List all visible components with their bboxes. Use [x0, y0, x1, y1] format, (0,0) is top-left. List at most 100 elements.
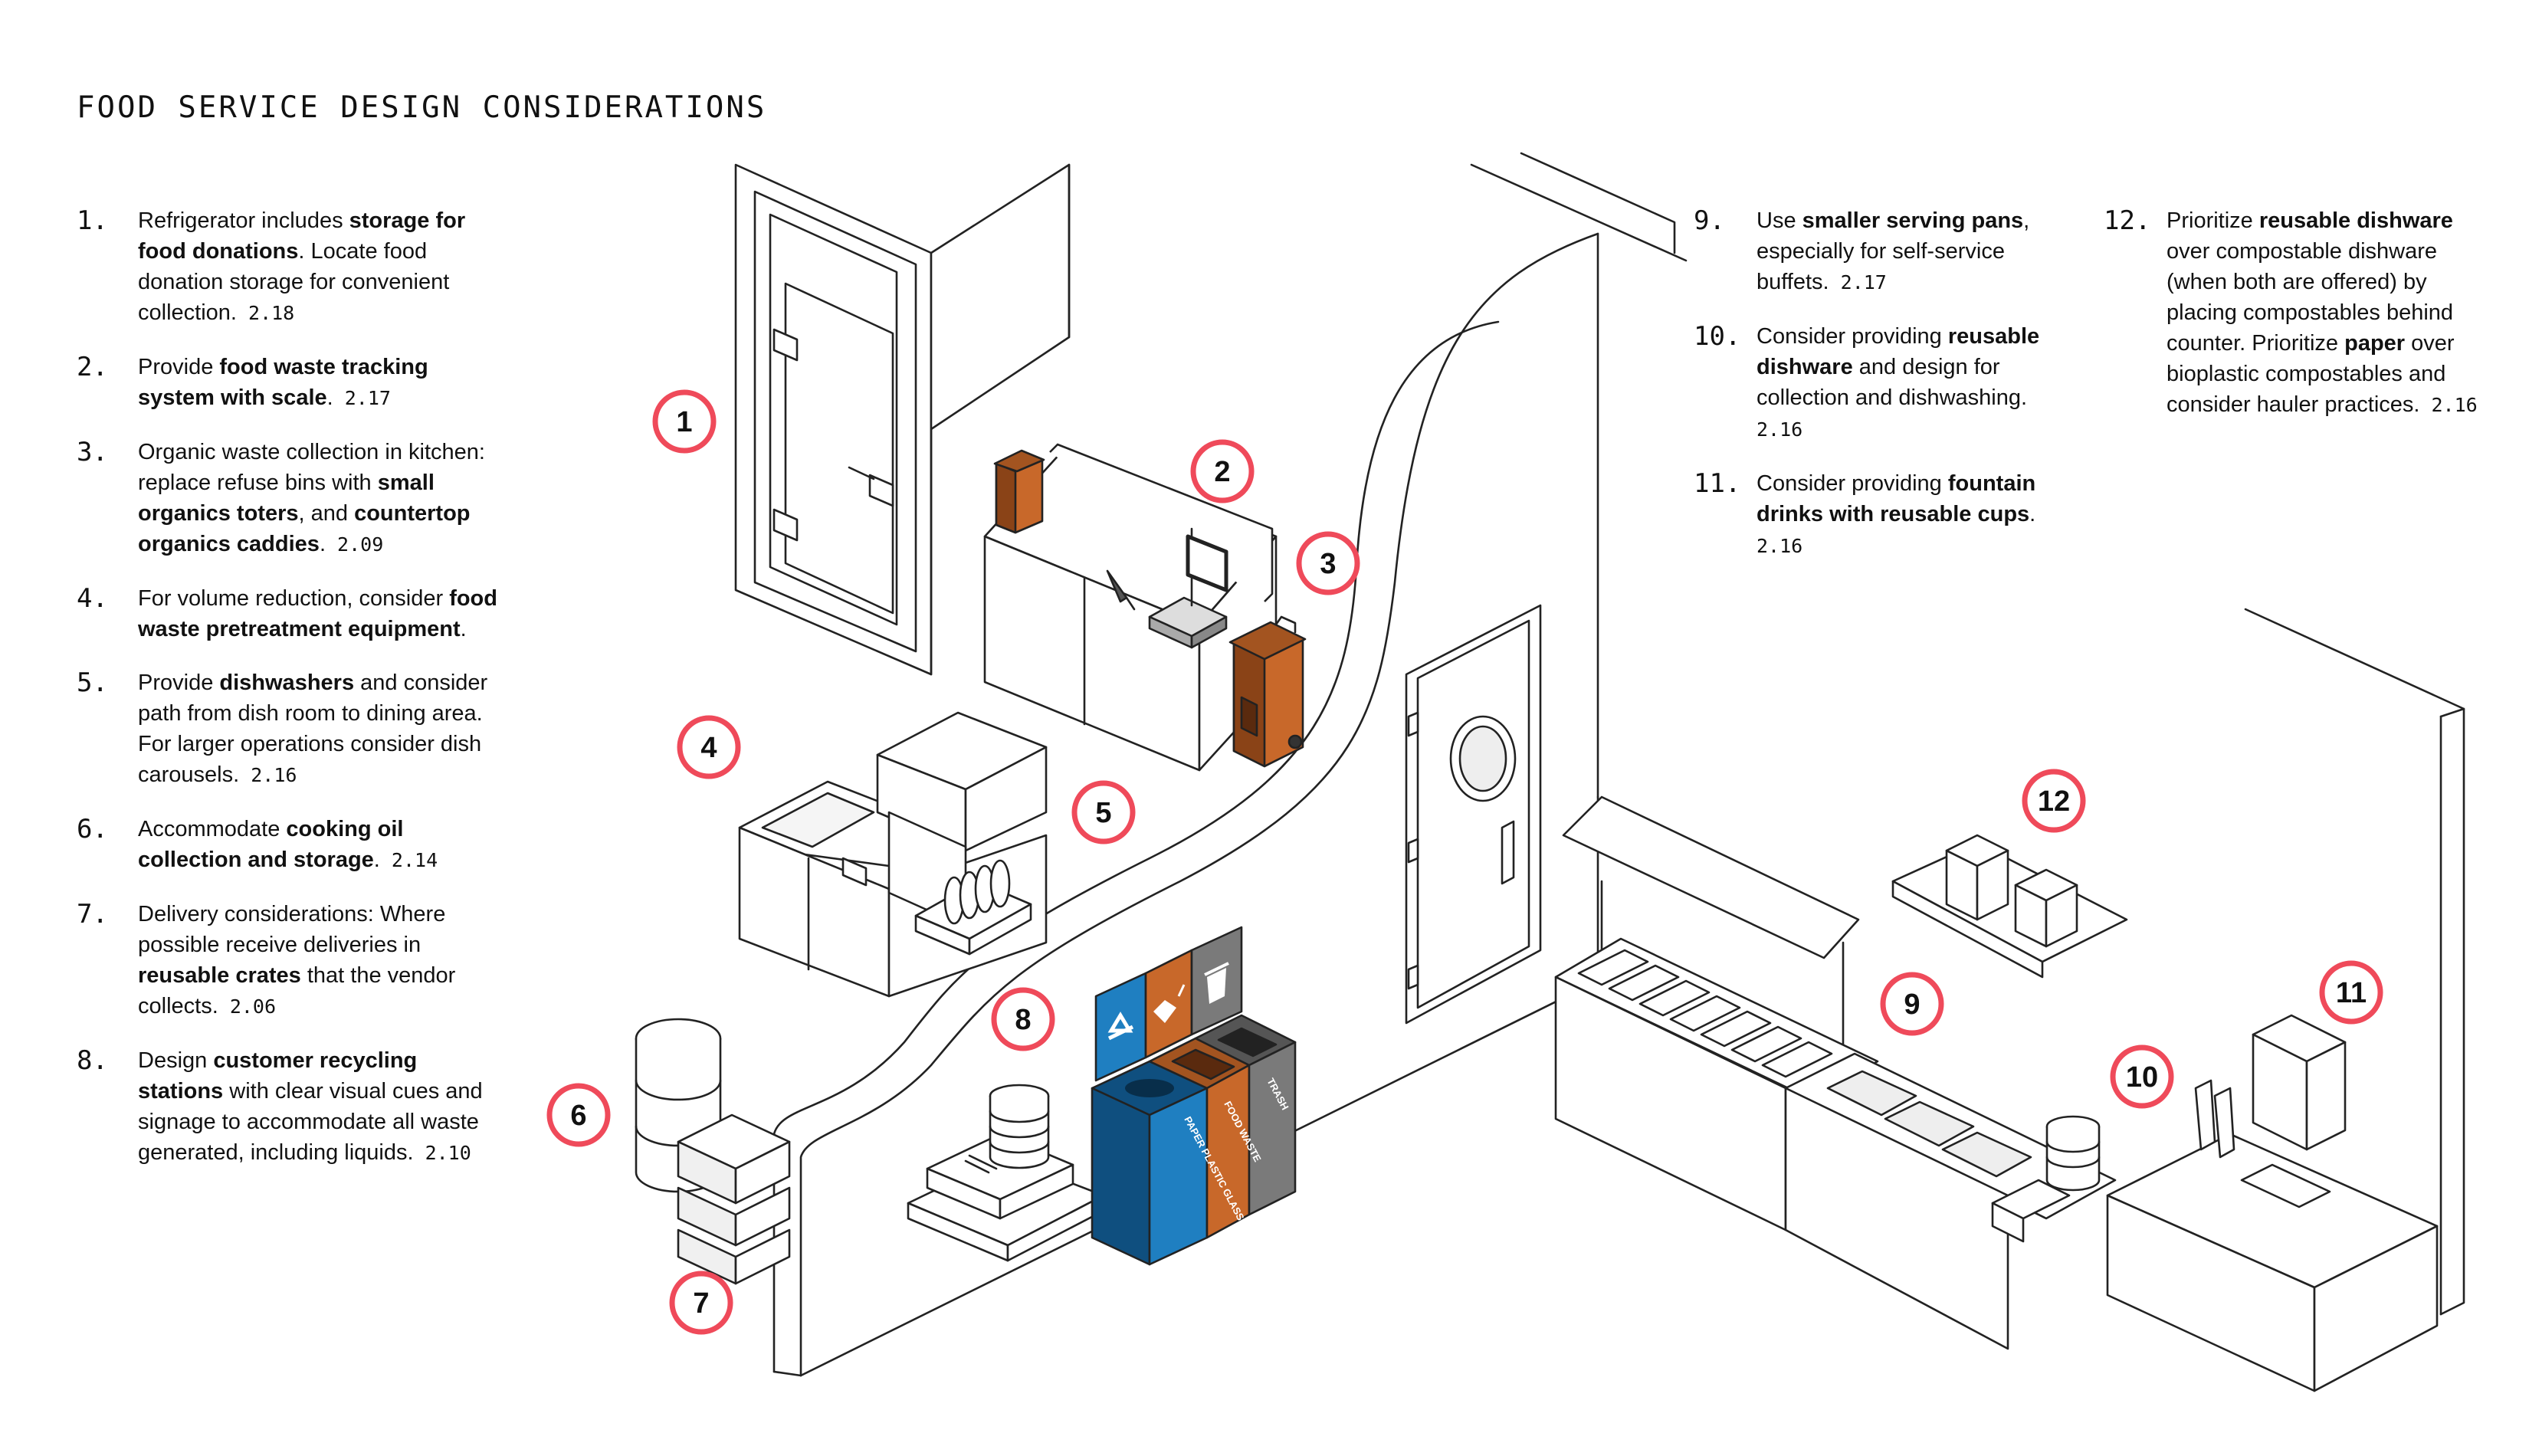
- item-reference: 2.16: [2419, 394, 2478, 416]
- item-number: 3.: [77, 437, 108, 467]
- return-shelf: [907, 1084, 1105, 1262]
- consideration-item: 4.For volume reduction, consider food wa…: [77, 583, 506, 644]
- item-number: 7.: [77, 899, 108, 930]
- item-number: 6.: [77, 814, 108, 844]
- item-text: Delivery considerations: Where possible …: [138, 902, 446, 957]
- callout-badge: 2: [1190, 439, 1255, 503]
- item-text: Accommodate: [138, 817, 287, 841]
- item-emphasis: fountain drinks with reusable cups: [1757, 471, 2036, 526]
- consideration-item: 11.Consider providing fountain drinks wi…: [1694, 468, 2077, 562]
- callout-badge: 11: [2319, 960, 2383, 1025]
- dishware-shelf: [1891, 834, 2128, 979]
- item-emphasis: customer recycling stations: [138, 1048, 418, 1103]
- badge-number: 3: [1320, 548, 1336, 580]
- item-text: and consider path from dish room to dini…: [138, 671, 488, 787]
- item-emphasis: reusable dishware: [2258, 208, 2453, 233]
- callout-badge: 4: [677, 715, 741, 779]
- item-text: .: [2029, 502, 2036, 526]
- item-number: 1.: [77, 205, 108, 236]
- item-number: 9.: [1694, 205, 1725, 236]
- kitchen-door: [1405, 604, 1542, 1025]
- trash-can-icon: [1204, 962, 1229, 1004]
- badge-number: 9: [1904, 989, 1920, 1021]
- item-reference: 2.06: [218, 995, 277, 1018]
- item-emphasis: dishwashers: [219, 671, 355, 695]
- item-number: 12.: [2104, 205, 2151, 236]
- item-emphasis: paper: [2344, 331, 2406, 356]
- callout-badge: 7: [669, 1271, 733, 1335]
- item-text: .: [460, 617, 467, 641]
- item-number: 4.: [77, 583, 108, 614]
- callout-badge: 9: [1880, 972, 1944, 1036]
- badge-number: 5: [1095, 797, 1111, 829]
- item-reference: 2.18: [236, 302, 295, 324]
- item-emphasis: storage for food donations: [138, 208, 466, 264]
- item-text: Consider providing: [1757, 324, 1948, 349]
- item-emphasis: small organics toters: [138, 471, 435, 526]
- item-text: , and: [298, 501, 355, 526]
- buffet-counter: [1554, 795, 2117, 1350]
- consideration-item: 6. Accommodate cooking oil collection and…: [77, 814, 506, 876]
- consideration-item: 2. Provide food waste tracking system wit…: [77, 352, 506, 414]
- badge-number: 7: [693, 1287, 709, 1320]
- badge-number: 8: [1015, 1004, 1031, 1036]
- badge-number: 2: [1214, 456, 1230, 488]
- consideration-item: 1.Refrigerator includes storage for food…: [77, 205, 506, 329]
- dishwasher-station: [738, 711, 1048, 998]
- item-number: 8.: [77, 1045, 108, 1076]
- item-text: Provide: [138, 355, 220, 379]
- consideration-item: 7. Delivery considerations: Where possibl…: [77, 899, 506, 1022]
- consideration-item: 3. Organic waste collection in kitchen: r…: [77, 437, 506, 560]
- item-number: 11.: [1694, 468, 1741, 499]
- item-emphasis: cooking oil collection and storage: [138, 817, 404, 872]
- consideration-item: 5. Provide dishwashers and consider path …: [77, 667, 506, 791]
- callout-badge: 3: [1296, 531, 1360, 595]
- item-text: . Locate food donation storage for conve…: [138, 239, 450, 325]
- item-text: over bioplastic compostables and conside…: [2167, 331, 2455, 417]
- callout-badge: 8: [991, 987, 1055, 1051]
- considerations-column-right: 12.Prioritize reusable dishware over com…: [2104, 205, 2502, 444]
- item-emphasis: countertop organics caddies: [138, 501, 471, 556]
- badge-number: 6: [570, 1100, 586, 1132]
- item-text: , especially for self-service buffets.: [1757, 208, 2030, 294]
- recycling-station: PAPER PLASTIC GLASS FOOD WASTE TRASH: [1091, 926, 1297, 1266]
- item-reference: 2.17: [1829, 271, 1887, 293]
- page-title: FOOD SERVICE DESIGN CONSIDERATIONS: [77, 90, 767, 125]
- item-reference: 2.16: [1757, 535, 1803, 557]
- callout-badge: 5: [1071, 780, 1136, 844]
- considerations-column-middle: 9. Use smaller serving pans, especially f…: [1694, 205, 2077, 585]
- room-walls: [734, 152, 2465, 1377]
- food-waste-icon: [1153, 984, 1186, 1023]
- badge-number: 12: [2038, 785, 2070, 818]
- item-number: 5.: [77, 667, 108, 698]
- callout-badge: 12: [2022, 769, 2086, 833]
- item-number: 10.: [1694, 321, 1741, 352]
- item-emphasis: smaller serving pans: [1802, 208, 2024, 233]
- consideration-item: 8.Design customer recycling stations wit…: [77, 1045, 506, 1169]
- drink-station: [2106, 1014, 2439, 1392]
- item-reference: 2.16: [239, 764, 297, 786]
- item-text: Design: [138, 1048, 214, 1073]
- callout-badge: 6: [546, 1083, 611, 1147]
- item-text: Provide: [138, 671, 220, 695]
- item-emphasis: reusable dishware: [1757, 324, 2040, 379]
- considerations-column-left: 1.Refrigerator includes storage for food…: [77, 205, 506, 1192]
- item-reference: 2.10: [413, 1142, 471, 1164]
- item-reference: 2.09: [326, 533, 384, 556]
- item-emphasis: food waste tracking system with scale: [138, 355, 428, 410]
- callout-badge: 1: [652, 389, 717, 454]
- badge-number: 1: [676, 406, 692, 438]
- badge-number: 11: [2336, 977, 2367, 1009]
- item-reference: 2.14: [379, 849, 438, 871]
- item-text: Use: [1757, 208, 1802, 233]
- item-text: Prioritize: [2167, 208, 2259, 233]
- badge-number: 10: [2126, 1061, 2158, 1094]
- item-emphasis: reusable crates: [138, 963, 301, 988]
- item-number: 2.: [77, 352, 108, 382]
- consideration-item: 12.Prioritize reusable dishware over com…: [2104, 205, 2502, 421]
- item-text: Organic waste collection in kitchen: rep…: [138, 440, 485, 495]
- prep-counter: [983, 443, 1307, 772]
- item-text: For volume reduction, consider: [138, 586, 450, 611]
